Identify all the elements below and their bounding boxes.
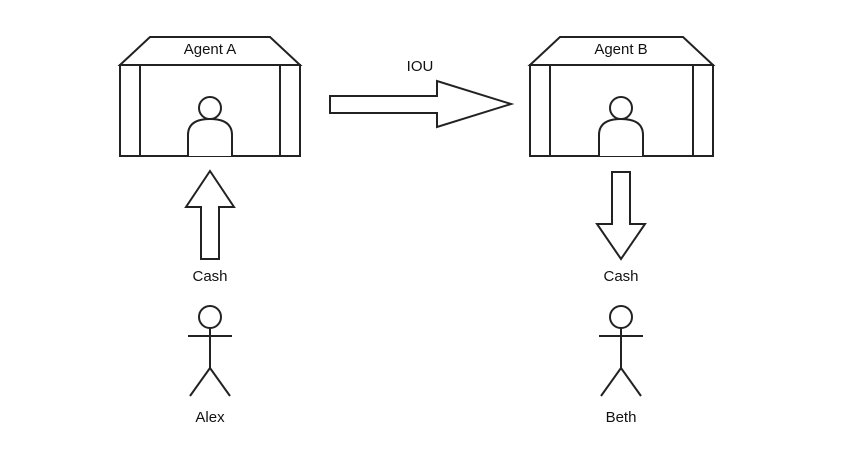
agent-a-label: Agent A: [184, 41, 237, 58]
cash-in-arrow: Cash: [184, 169, 236, 285]
cash-out-arrow-shape: [595, 171, 647, 261]
agent-a-person-icon: [187, 96, 233, 156]
cash-out-label: Cash: [603, 268, 638, 285]
cash-in-label: Cash: [192, 268, 227, 285]
beth-figure: Beth: [599, 305, 643, 426]
cash-in-arrow-shape: [184, 169, 236, 260]
iou-arrow-shape: [329, 79, 515, 129]
agent-b-label: Agent B: [594, 41, 647, 58]
iou-arrow: IOU: [329, 58, 515, 129]
alex-label: Alex: [195, 409, 225, 426]
stick-figure-icon: [188, 305, 232, 397]
stick-figure-icon: [599, 305, 643, 397]
agent-a-booth: Agent A: [117, 36, 303, 157]
agent-b-booth: Agent B: [527, 36, 716, 157]
cash-out-arrow: Cash: [595, 171, 647, 285]
beth-label: Beth: [606, 409, 637, 426]
agent-b-person-icon: [598, 96, 644, 156]
alex-figure: Alex: [188, 305, 232, 426]
iou-label: IOU: [407, 58, 434, 75]
